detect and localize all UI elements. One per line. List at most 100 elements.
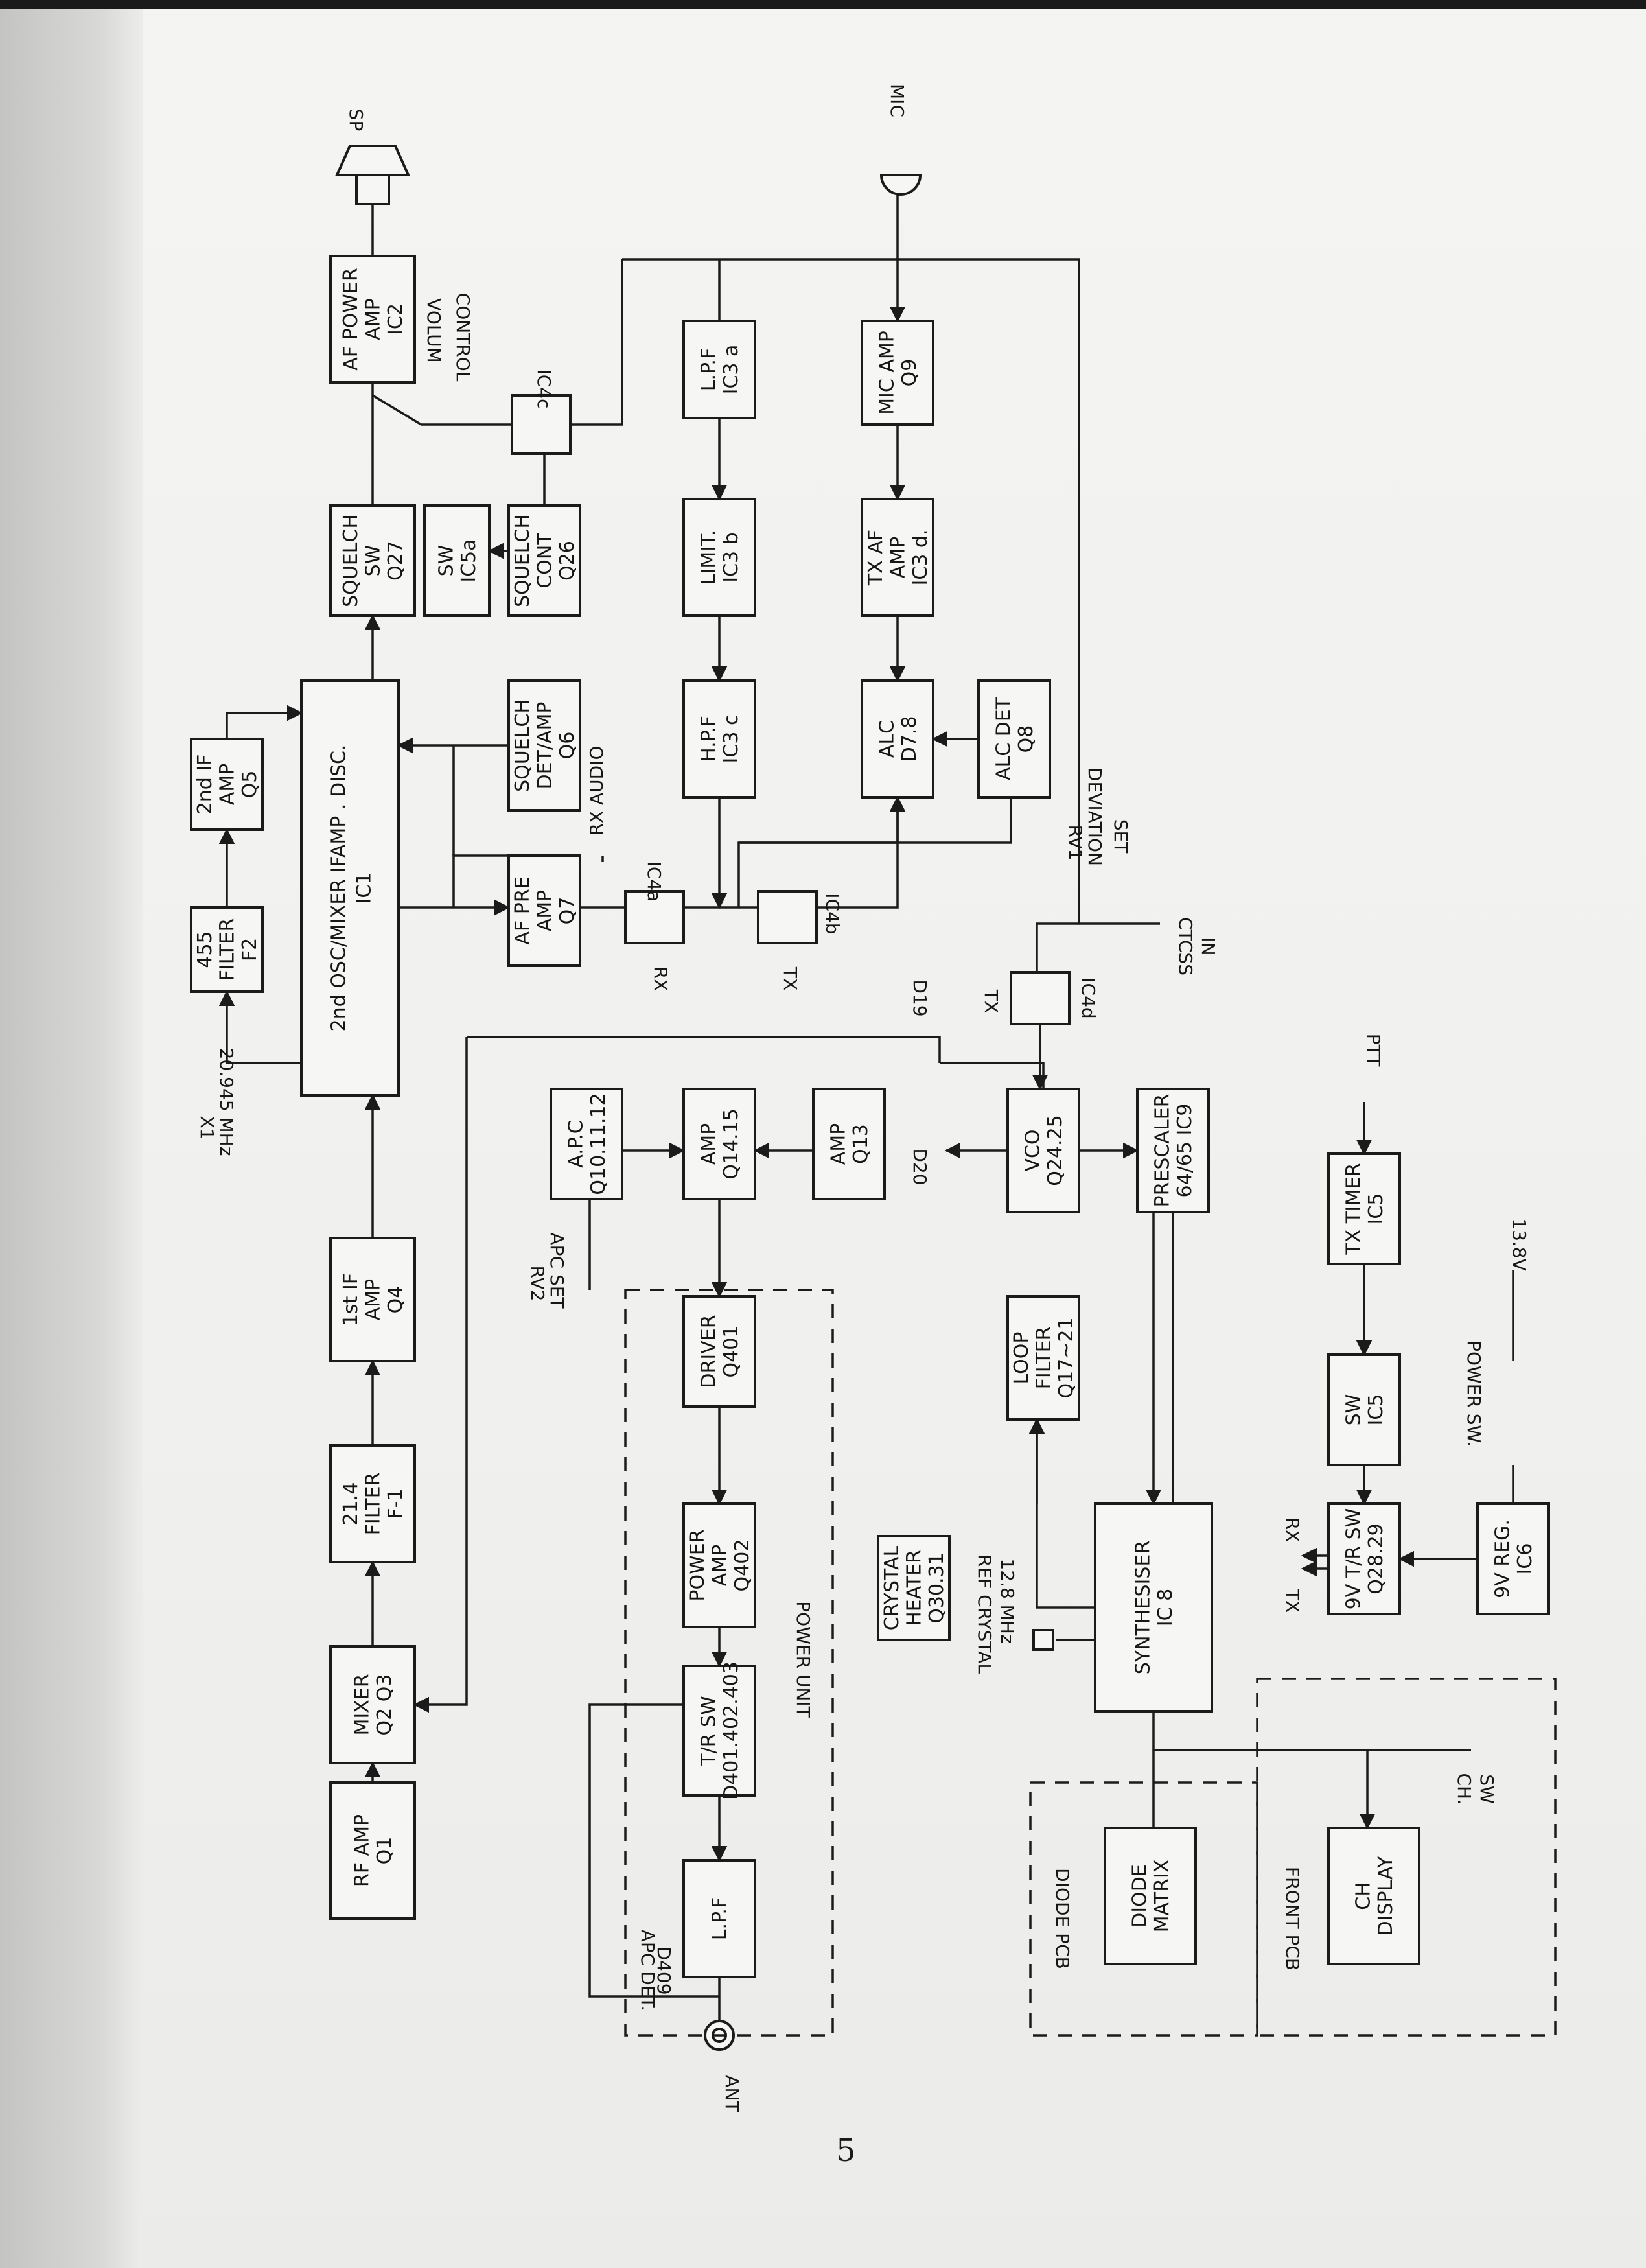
- label-power_sw: POWER SW.: [1463, 1340, 1485, 1447]
- block-ic1: 2nd OSC/MIXER IFAMP . DISC.IC1: [300, 679, 400, 1097]
- label-apcset: APC SET: [546, 1232, 568, 1309]
- label-apcdet: APC DET.: [637, 1930, 658, 2011]
- block-label: L.P.F: [709, 1897, 732, 1940]
- block-label: ALC DETQ8: [992, 697, 1037, 780]
- label-d409: D409: [653, 1946, 675, 1994]
- block-rf_amp: RF AMPQ1: [329, 1781, 416, 1920]
- block-label: AMPQ14.15: [697, 1108, 743, 1180]
- block-loop: LOOPFILTERQ17~21: [1006, 1295, 1080, 1421]
- block-if1: 1st IFAMPQ4: [329, 1237, 416, 1362]
- block-label: SQUELCHCONTQ26: [511, 514, 579, 607]
- block-label: POWERAMPQ402: [686, 1529, 754, 1601]
- label-x1freq: 20.945 MHz: [216, 1048, 237, 1156]
- block-amp13: AMPQ13: [812, 1088, 886, 1200]
- block-label: AF POWERAMPIC2: [340, 268, 407, 370]
- block-txaf: TX AFAMPIC3 d.: [861, 498, 934, 617]
- block-crys: CRYSTALHEATERQ30.31: [877, 1535, 951, 1641]
- block-label: SWIC5: [1342, 1394, 1387, 1426]
- block-label: TX AFAMPIC3 d.: [864, 530, 932, 587]
- label-front_pcb: FRONT PCB: [1282, 1867, 1303, 1970]
- label-ic4a: IC4a: [643, 861, 665, 902]
- label-set: SET: [1110, 819, 1131, 854]
- block-vco: VCOQ24.25: [1006, 1088, 1080, 1213]
- label-power_unit: POWER UNIT: [793, 1601, 814, 1718]
- block-if2: 2nd IFAMPQ5: [190, 738, 264, 831]
- block-diode: DIODEMATRIX: [1104, 1827, 1197, 1965]
- label-ic4c: IC4c: [533, 369, 555, 408]
- block-micamp: MIC AMPQ9: [861, 320, 934, 426]
- block-trsw: T/R SWD401.402.403: [682, 1661, 756, 1800]
- label-rx_audio: RX AUDIO: [586, 745, 607, 836]
- label-control: CONTROL: [452, 293, 474, 382]
- block-apc: A.P.CQ10.11.12: [550, 1088, 623, 1200]
- block-sw9v: 9V T/R SWQ28.29: [1327, 1502, 1401, 1615]
- block-pwramp: POWERAMPQ402: [682, 1502, 756, 1628]
- block-label: SYNTHESISERIC 8: [1131, 1541, 1177, 1674]
- label-v138: 13.8V: [1509, 1218, 1530, 1271]
- label-tx: TX: [780, 966, 801, 990]
- label-ctcss: CTCSS: [1175, 917, 1196, 976]
- block-label: L.P.FIC3 a: [697, 345, 743, 395]
- block-label: SQUELCHSWQ27: [340, 514, 407, 607]
- block-txtimer: TX TIMERIC5: [1327, 1152, 1401, 1265]
- label-d19: D19: [909, 979, 931, 1016]
- block-sq_sw: SQUELCHSWQ27: [329, 504, 416, 617]
- label-ic4d: IC4d: [1078, 977, 1099, 1018]
- block-label: 1st IFAMPQ4: [340, 1273, 407, 1326]
- block-alc: ALCD7.8: [861, 679, 934, 799]
- label-volume: VOLUM: [423, 298, 445, 363]
- label-rx: RX: [650, 966, 671, 992]
- block-filter455: 455FILTERF2: [190, 906, 264, 993]
- label-diode_pcb: DIODE PCB: [1052, 1868, 1073, 1969]
- label-ch: CH.: [1454, 1773, 1475, 1805]
- block-label: 455FILTERF2: [194, 918, 261, 981]
- block-synth: SYNTHESISERIC 8: [1094, 1502, 1213, 1713]
- block-sq_cont: SQUELCHCONTQ26: [507, 504, 581, 617]
- page-top-edge: [0, 0, 1646, 9]
- label-ref: REF CRYSTAL: [974, 1554, 995, 1674]
- block-label: 2nd OSC/MIXER IFAMP . DISC.IC1: [327, 745, 375, 1032]
- block-afpre: AF PREAMPQ7: [507, 854, 581, 967]
- block-hpf: H.P.FIC3 c: [682, 679, 756, 799]
- block-label: SQUELCHDET/AMPQ6: [511, 699, 579, 792]
- block-label: CHDISPLAY: [1352, 1856, 1397, 1936]
- block-label: MIXERQ2 Q3: [351, 1674, 396, 1735]
- block-filter21: 21.4FILTERF-1: [329, 1444, 416, 1563]
- binding-shadow: [0, 0, 143, 2268]
- block-chdisp: CHDISPLAY: [1327, 1827, 1420, 1965]
- block-lpf3a: L.P.FIC3 a: [682, 320, 756, 419]
- block-label: H.P.FIC3 c: [697, 715, 743, 764]
- block-label: LOOPFILTERQ17~21: [1010, 1317, 1078, 1398]
- block-swic5: SWIC5: [1327, 1353, 1401, 1466]
- block-driver: DRIVERQ401: [682, 1295, 756, 1408]
- block-label: TX TIMERIC5: [1342, 1163, 1387, 1255]
- label-sw: SW: [1476, 1774, 1498, 1803]
- block-label: 21.4FILTERF-1: [340, 1473, 407, 1536]
- block-amp1415: AMPQ14.15: [682, 1088, 756, 1200]
- label-rx3: RX: [1282, 1517, 1303, 1543]
- block-alcdet: ALC DETQ8: [977, 679, 1051, 799]
- label-deviation: DEVIATION: [1084, 767, 1106, 866]
- block-label: A.P.CQ10.11.12: [564, 1093, 610, 1195]
- block-limit: LIMIT.IC3 b: [682, 498, 756, 617]
- block-label: 9V REG.IC6: [1491, 1519, 1536, 1598]
- label-rv1: RV1: [1065, 825, 1086, 861]
- label-ptt: PTT: [1363, 1034, 1384, 1067]
- block-label: ALCD7.8: [875, 716, 921, 762]
- label-ant: ANT: [721, 2075, 743, 2112]
- label-ic4b: IC4b: [822, 893, 843, 934]
- block-label: SWIC5a: [435, 539, 480, 582]
- block-lpf_pu: L.P.F: [682, 1859, 756, 1978]
- block-label: RF AMPQ1: [351, 1814, 396, 1887]
- block-label: LIMIT.IC3 b: [697, 530, 743, 585]
- label-sp: SP: [345, 109, 367, 132]
- block-label: MIC AMPQ9: [875, 331, 921, 415]
- label-rv2: RV2: [527, 1266, 548, 1302]
- label-in: IN: [1198, 937, 1219, 955]
- block-sw5a: SWIC5a: [423, 504, 491, 617]
- block-label: PRESCALER64/65 IC9: [1151, 1094, 1196, 1208]
- label-d20: D20: [909, 1148, 931, 1185]
- block-label: DIODEMATRIX: [1128, 1860, 1174, 1933]
- label-mic: MIC: [887, 84, 908, 117]
